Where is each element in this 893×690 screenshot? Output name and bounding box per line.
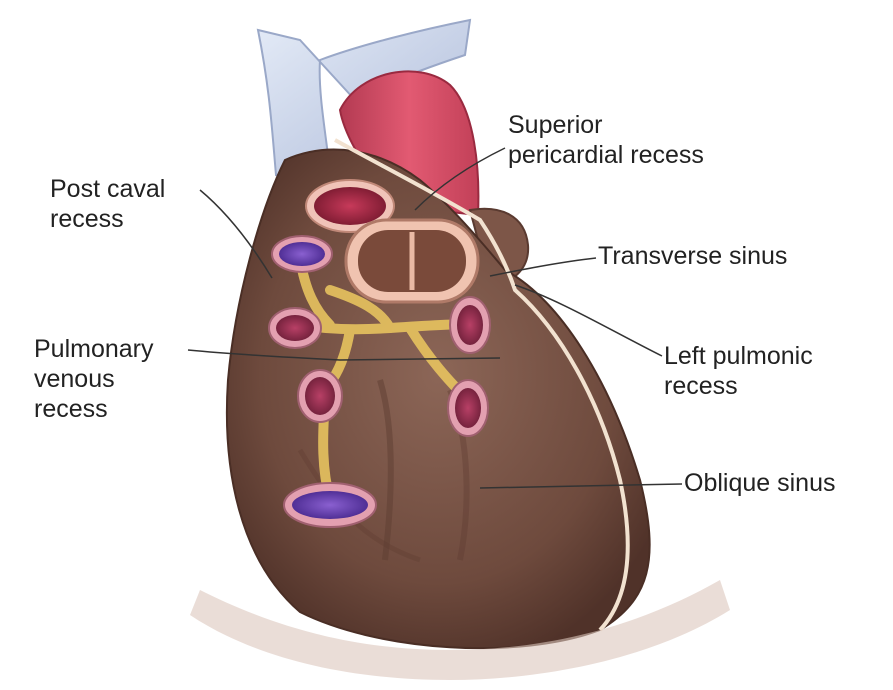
label-left-pulmonic-recess: Left pulmonic recess — [664, 341, 813, 401]
label-post-caval-recess: Post caval recess — [50, 174, 165, 234]
pulmonary-vein-right-upper — [272, 236, 332, 272]
label-transverse-sinus: Transverse sinus — [598, 241, 787, 271]
label-superior-pericardial-recess: Superior pericardial recess — [508, 110, 704, 170]
inferior-vena-cava — [284, 483, 376, 527]
pulmonary-vein-left-lower — [448, 380, 488, 436]
pulmonary-vein-right-lower — [298, 370, 342, 422]
pulmonary-vein-left-upper — [450, 297, 490, 353]
label-oblique-sinus: Oblique sinus — [684, 468, 835, 498]
label-pulmonary-venous-recess: Pulmonary venous recess — [34, 334, 154, 424]
pulmonary-vein-right-middle — [269, 308, 321, 348]
